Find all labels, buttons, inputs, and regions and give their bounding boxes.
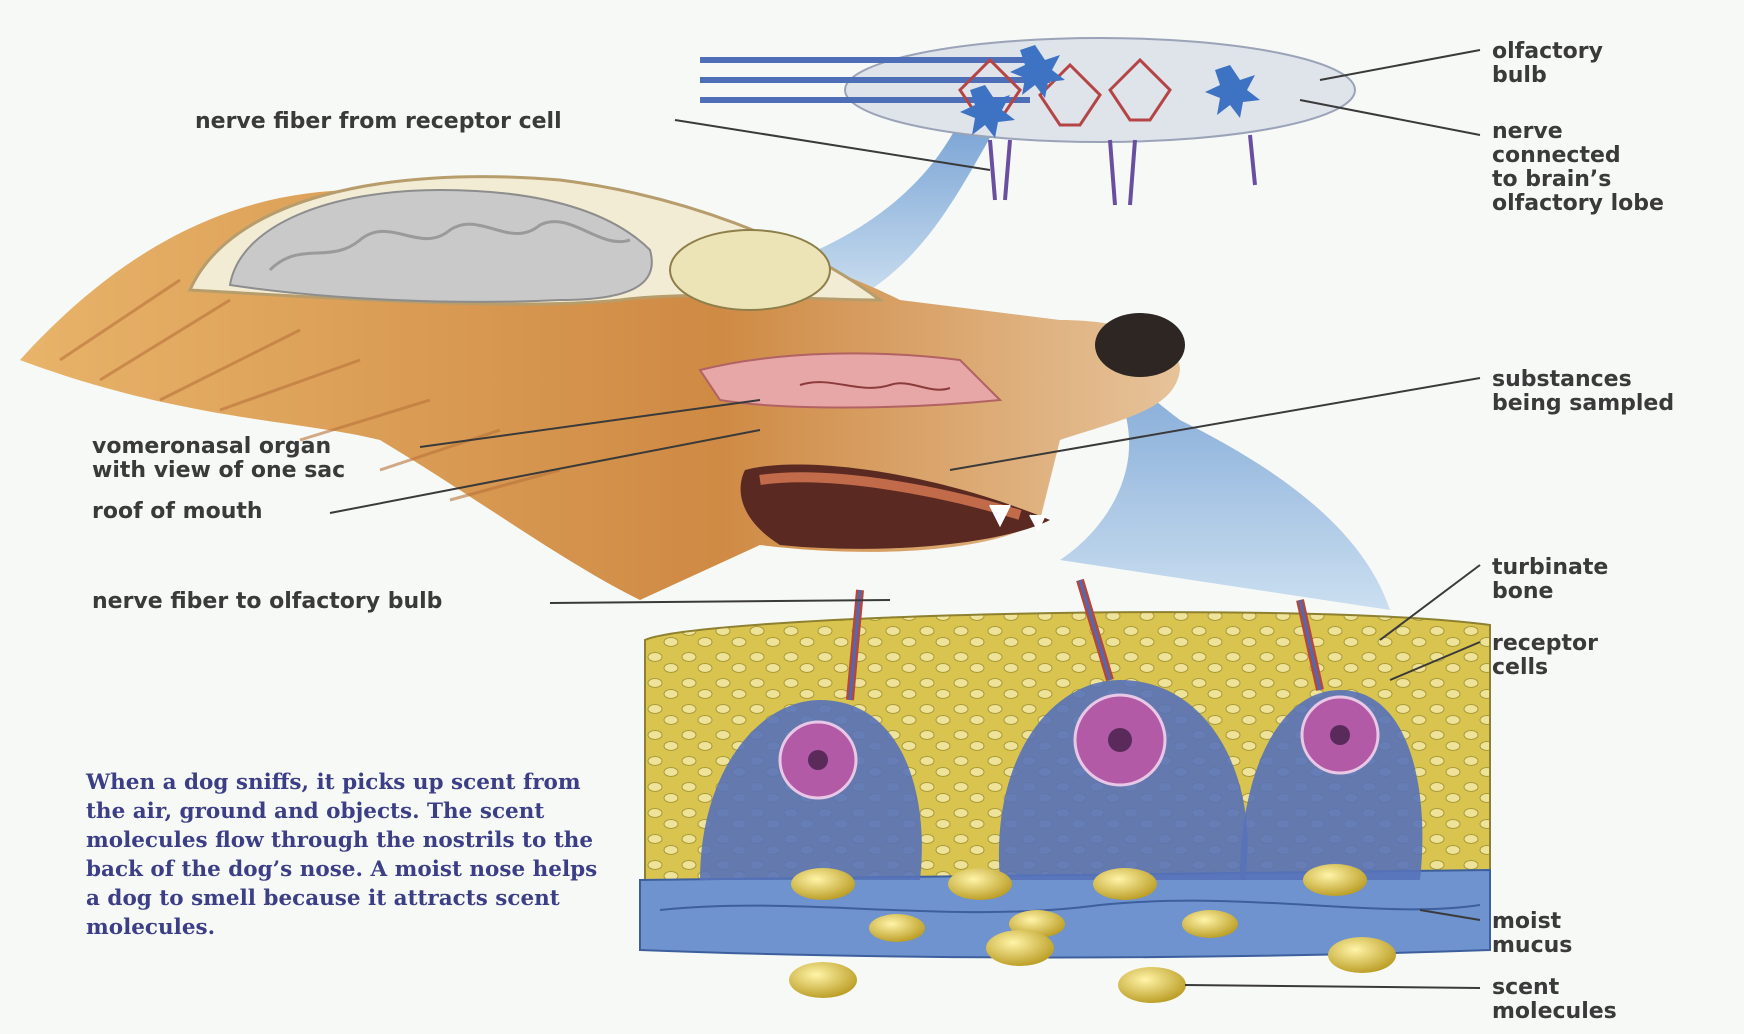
label-turbinate-bone: turbinate bone <box>1492 556 1608 604</box>
scent-molecule <box>1328 937 1396 973</box>
scent-molecule <box>1118 967 1186 1003</box>
nasal-tissue-cross-section <box>640 580 1490 958</box>
label-scent-molecules: scent molecules <box>1492 976 1617 1024</box>
label-vomeronasal-organ: vomeronasal organ with view of one sac <box>92 435 345 483</box>
caption-text: When a dog sniffs, it picks up scent fro… <box>86 768 606 942</box>
label-nerve-fiber-bulb: nerve fiber to olfactory bulb <box>92 590 442 614</box>
olfactory-bulb-inset <box>700 38 1355 205</box>
dog-nose <box>1095 313 1185 377</box>
label-nerve-fiber-receptor: nerve fiber from receptor cell <box>195 110 562 134</box>
label-receptor-cells: receptor cells <box>1492 632 1598 680</box>
scent-molecule <box>789 962 857 998</box>
label-roof-of-mouth: roof of mouth <box>92 500 263 524</box>
label-substances: substances being sampled <box>1492 368 1674 416</box>
dog-head <box>20 177 1185 600</box>
scent-molecule <box>986 930 1054 966</box>
label-nerve-connected: nerve connected to brain’s olfactory lob… <box>1492 120 1664 216</box>
label-olfactory-bulb: olfactory bulb <box>1492 40 1603 88</box>
label-moist-mucus: moist mucus <box>1492 910 1572 958</box>
